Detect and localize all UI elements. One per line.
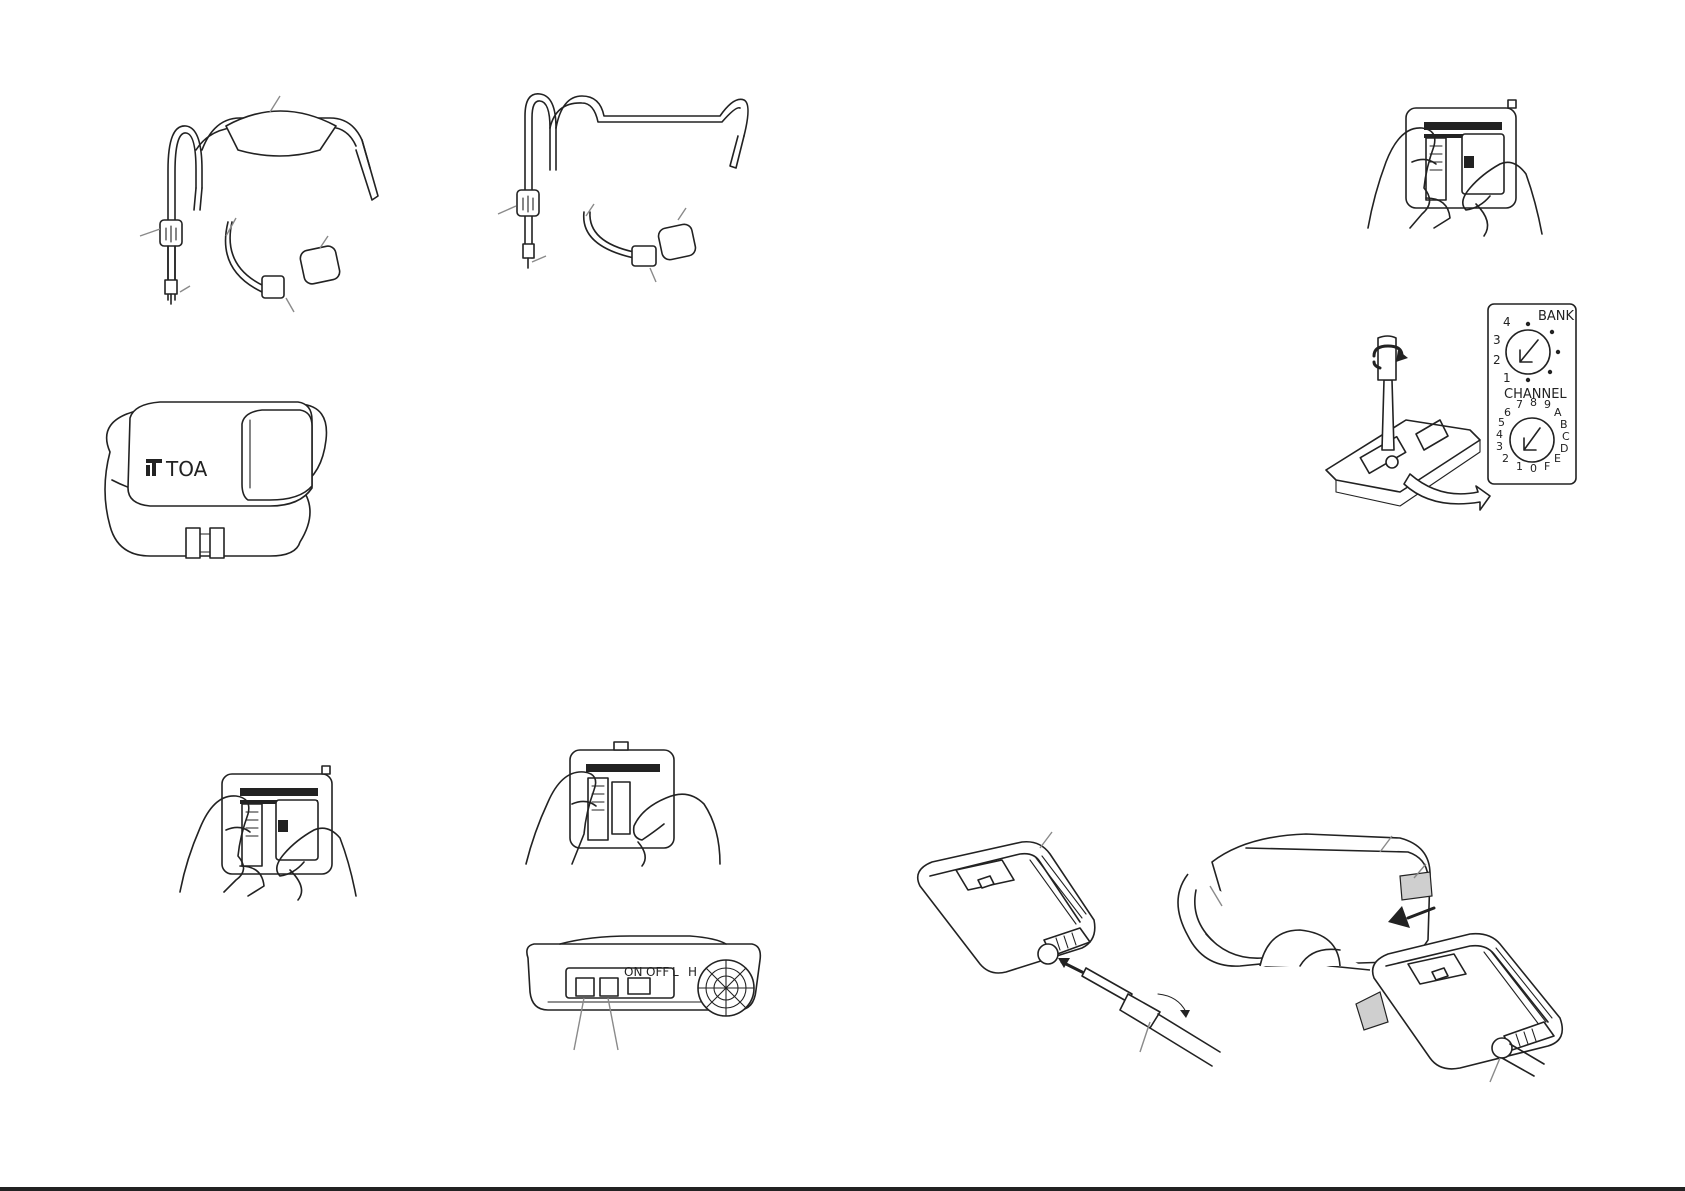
channel-number: F [1544,460,1550,473]
bottom-rule [0,1187,1685,1191]
strap-buckle-left [186,528,200,558]
bank-number: 2 [1493,353,1501,367]
channel-number: 9 [1544,398,1551,411]
channel-number: 1 [1516,460,1523,473]
channel-number: E [1554,452,1561,465]
bank-number: 3 [1493,333,1501,347]
switch-panel-illustration: ON OFF L H [527,936,760,1050]
belt-case-flap [242,410,312,500]
channel-dial-setting-illustration: BANK 4 3 2 1 CHANNEL 7 8 9 A 6 B 5 C 4 D… [1326,304,1576,510]
bank-number: 4 [1503,315,1511,329]
power-switch [628,978,650,994]
battery-insertion-illustration-top [1368,100,1542,236]
channel-number: D [1560,442,1568,455]
battery-cover-illustration [526,742,720,866]
mic-capsule [262,276,284,298]
windscreen [299,245,341,286]
dip-switch-2 [600,978,618,996]
transmitter-body [1373,934,1563,1069]
pointer-arrow [1404,474,1490,510]
plug-sleeve [1120,994,1160,1028]
switch-high-label: H [688,965,697,979]
channel-number: 2 [1502,452,1509,465]
dial-housing [1326,420,1480,492]
mic-capsule [632,246,656,266]
channel-number: 7 [1516,398,1523,411]
bank-number: 1 [1503,371,1511,385]
headset-microphone-with-pad [140,96,378,312]
strap-buckle-right [210,528,224,558]
switch-off-label: OFF [646,965,669,979]
mini-plug [165,280,177,294]
dip-switch-1 [576,978,594,996]
bank-label: BANK [1538,309,1575,324]
battery-insertion-illustration-bottom [180,766,356,900]
mic-jack [1038,944,1058,964]
switch-on-label: ON [624,965,642,979]
channel-number: 8 [1530,396,1537,409]
headband-pad [226,111,336,156]
belt-case-insertion-illustration [1178,834,1562,1082]
screwdriver-icon [1382,380,1394,450]
headset-microphone [498,94,748,282]
switch-low-label: L [672,965,679,979]
channel-number: 0 [1530,462,1537,475]
transmitter-cable-illustration [918,832,1220,1066]
transmitter-body [918,842,1095,973]
windscreen [657,223,697,261]
mic-jack [1492,1038,1512,1058]
belt-case-brand: TOA [165,457,208,481]
channel-number: 6 [1504,406,1511,419]
mini-plug [523,244,534,258]
belt-case-with-strap: TOA [105,402,326,558]
mini-plug [1082,968,1132,1002]
